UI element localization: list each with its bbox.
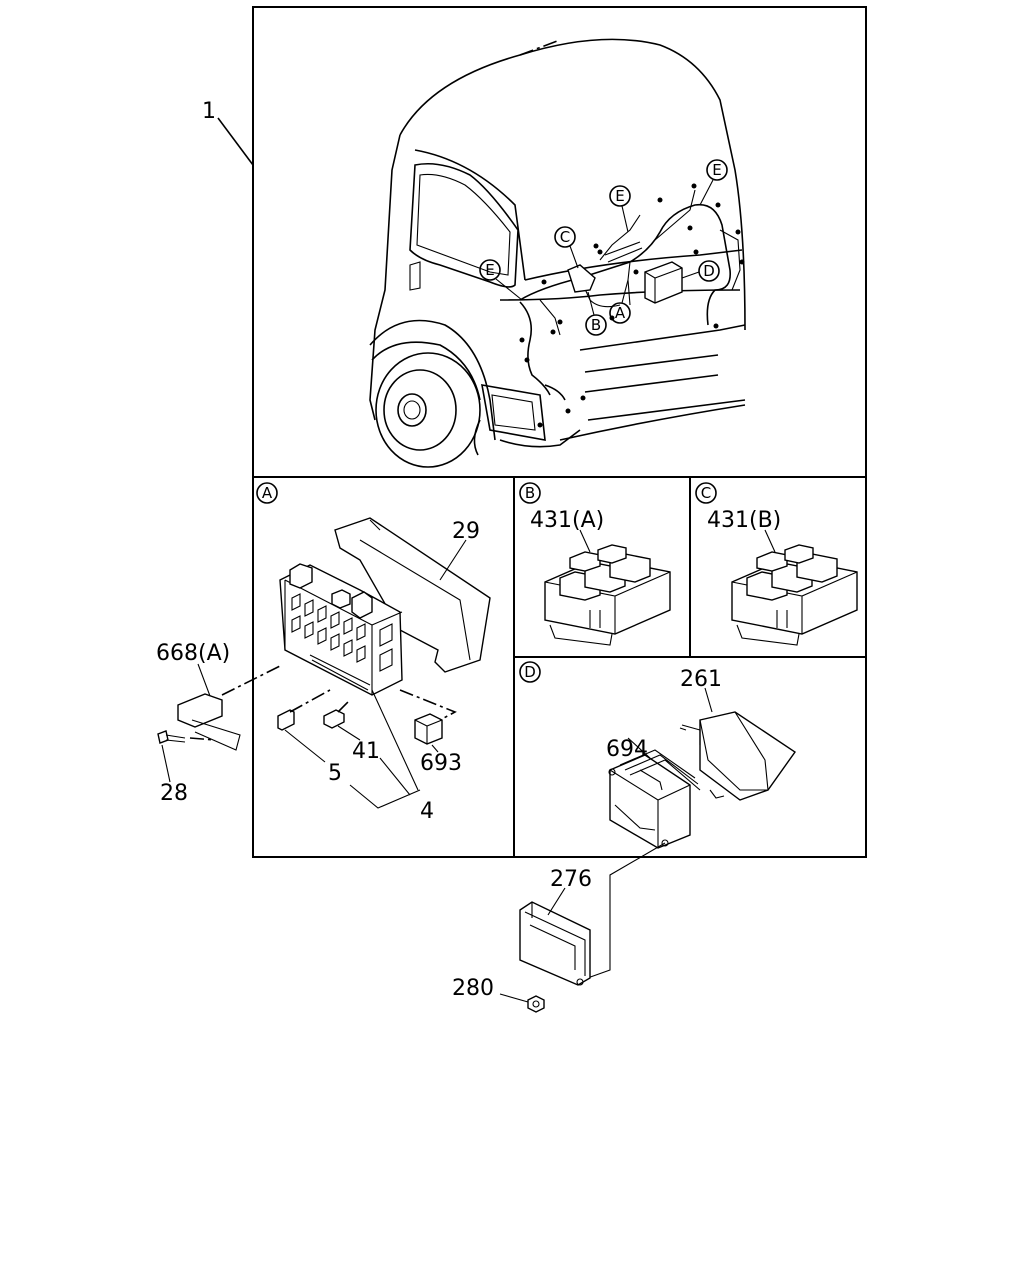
svg-text:4: 4 (420, 799, 434, 824)
callout-e-left: E (479, 259, 523, 301)
label-part-261: 261 (680, 667, 722, 692)
label-part-431a: 431(A) (530, 508, 604, 533)
panel-d-corner-callout: D (519, 661, 541, 683)
label-part-41: 41 (352, 739, 380, 764)
label-part-28: 28 (160, 781, 188, 806)
callout-e-middle: E (609, 185, 631, 233)
nut-280 (499, 993, 545, 1013)
svg-text:A: A (615, 304, 626, 322)
ecu-bracket-276 (519, 842, 666, 986)
panel-a-fusebox: A (157, 482, 491, 809)
callout-d-main: D (681, 260, 720, 282)
svg-text:280: 280 (452, 976, 494, 1001)
svg-text:261: 261 (680, 667, 722, 692)
svg-text:693: 693 (420, 751, 462, 776)
panel-c-connector: C (695, 482, 858, 646)
label-part-4: 4 (420, 799, 434, 824)
svg-text:D: D (703, 262, 715, 280)
label-part-668a: 668(A) (156, 641, 230, 666)
svg-text:29: 29 (452, 519, 480, 544)
label-part-1: 1 (202, 99, 254, 166)
label-part-5: 5 (328, 761, 342, 786)
callouts-main: E C B A E D E (479, 159, 728, 336)
panel-b-connector: B (519, 482, 671, 646)
callout-a-main: A (609, 279, 631, 324)
svg-text:668(A): 668(A) (156, 641, 230, 666)
svg-text:C: C (701, 484, 711, 502)
label-part-694: 694 (606, 737, 648, 762)
label-part-431b: 431(B) (707, 508, 781, 533)
svg-text:E: E (712, 161, 721, 179)
svg-text:B: B (525, 484, 535, 502)
svg-text:41: 41 (352, 739, 380, 764)
label-part-29: 29 (452, 519, 480, 544)
svg-text:B: B (591, 316, 601, 334)
svg-text:1: 1 (202, 99, 216, 124)
svg-text:A: A (262, 484, 273, 502)
panel-c-corner-callout: C (695, 482, 717, 504)
panel-d-ecu: D (519, 661, 796, 849)
panel-b-corner-callout: B (519, 482, 541, 504)
callout-e-right: E (699, 159, 728, 206)
svg-text:694: 694 (606, 737, 648, 762)
callout-c-main: C (554, 226, 579, 269)
svg-text:431(B): 431(B) (707, 508, 781, 533)
panel-frames (252, 6, 867, 858)
svg-text:D: D (524, 663, 536, 681)
svg-text:E: E (485, 261, 494, 279)
truck-cab-illustration (369, 38, 746, 468)
svg-text:E: E (615, 187, 624, 205)
svg-text:5: 5 (328, 761, 342, 786)
panel-a-corner-callout: A (256, 482, 278, 504)
svg-text:28: 28 (160, 781, 188, 806)
label-part-276: 276 (550, 867, 592, 892)
svg-text:C: C (560, 228, 570, 246)
label-part-693: 693 (420, 751, 462, 776)
svg-text:431(A): 431(A) (530, 508, 604, 533)
label-part-280: 280 (452, 976, 494, 1001)
svg-text:276: 276 (550, 867, 592, 892)
callout-b-main: B (585, 291, 607, 336)
